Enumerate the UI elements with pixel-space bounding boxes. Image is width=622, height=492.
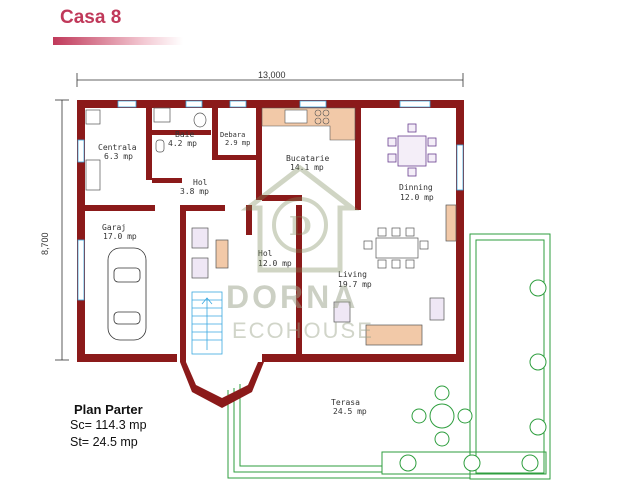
page-title: Casa 8 <box>60 7 122 28</box>
terrace-area: St= 24.5 mp <box>70 435 138 449</box>
plan-summary: Plan Parter Sc= 114.3 mp St= 24.5 mp <box>70 402 147 451</box>
room-name-baie: Baie <box>175 130 194 139</box>
room-area-terasa: 24.5 mp <box>333 407 367 416</box>
garden-border <box>227 233 551 480</box>
hall-furniture <box>191 227 229 279</box>
watermark-line2: ECOHOUSE <box>232 318 374 343</box>
windows <box>77 100 464 301</box>
walls <box>77 100 464 408</box>
sofa-icon <box>333 204 457 346</box>
room-area-dinning: 12.0 mp <box>400 193 434 202</box>
shrubs <box>399 279 547 472</box>
room-name-centrala: Centrala <box>98 143 137 152</box>
height-dimension: 8,700 <box>40 232 50 255</box>
room-area-debara: 2.9 mp <box>225 139 250 147</box>
room-area-centrala: 6.3 mp <box>104 152 133 161</box>
stairs-icon <box>191 291 223 355</box>
room-labels: Centrala 6.3 mp Baie 4.2 mp Debara 2.9 m… <box>98 130 434 416</box>
room-area-living: 19.7 mp <box>338 280 372 289</box>
built-area: Sc= 114.3 mp <box>70 418 147 432</box>
title-underline <box>53 37 183 45</box>
dimension-lines <box>55 73 464 361</box>
room-name-terasa: Terasa <box>331 398 360 407</box>
room-area-baie: 4.2 mp <box>168 139 197 148</box>
svg-text:D: D <box>289 212 312 242</box>
plan-title: Plan Parter <box>74 402 143 417</box>
dining-table-icon <box>387 123 437 177</box>
room-name-living: Living <box>338 270 367 279</box>
width-dimension: 13,000 <box>258 70 286 80</box>
room-name-bucatarie: Bucatarie <box>286 154 330 163</box>
room-name-dinning: Dinning <box>399 183 433 192</box>
room-name-hol-big: Hol <box>258 249 273 258</box>
bath-fixtures <box>85 107 207 191</box>
car-icon <box>107 247 147 341</box>
room-area-hol-small: 3.8 mp <box>180 187 209 196</box>
room-area-bucatarie: 14.1 mp <box>290 163 324 172</box>
living-table-icon <box>363 227 429 269</box>
kitchen-counter <box>261 107 356 141</box>
watermark-logo-icon: D <box>240 164 360 273</box>
room-name-debara: Debara <box>220 131 245 139</box>
terrace-table <box>411 385 473 447</box>
room-name-hol-small: Hol <box>193 178 208 187</box>
room-area-hol-big: 12.0 mp <box>258 259 292 268</box>
room-name-garaj: Garaj <box>102 223 126 232</box>
watermark-line1: DORNA <box>226 279 358 315</box>
room-area-garaj: 17.0 mp <box>103 232 137 241</box>
